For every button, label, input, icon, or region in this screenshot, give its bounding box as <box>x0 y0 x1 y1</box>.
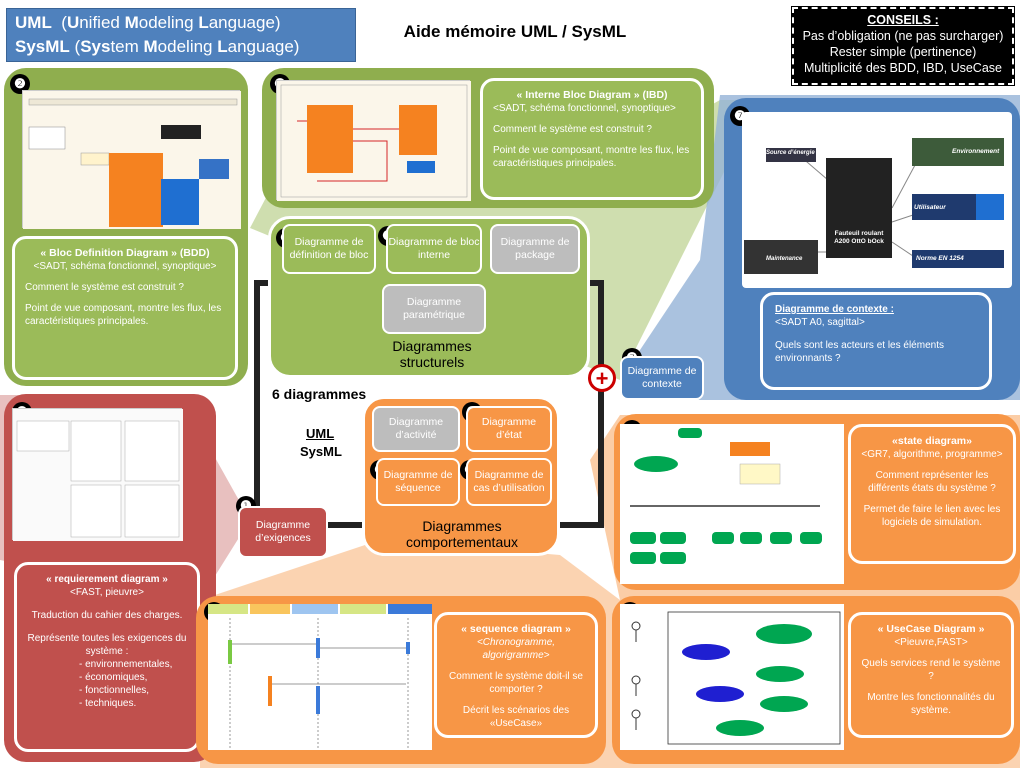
state-card-sub: <GR7, algorithme, programme> <box>861 449 1003 460</box>
ibd-card-p2: Point de vue composant, montre les flux,… <box>493 145 690 169</box>
requirements-diagram-button[interactable]: Diagramme d’exigences <box>238 506 328 558</box>
plus-icon: + <box>588 364 616 392</box>
requirements-card: « requierement diagram » <FAST, pieuvre>… <box>14 562 200 752</box>
state-card-p2: Permet de faire le lien avec les logicie… <box>863 504 1001 528</box>
ibd-card-title: « Interne Bloc Diagram » (IBD) <box>516 89 668 101</box>
state-screenshot <box>620 424 844 584</box>
structural-title: Diagrammes structurels <box>392 338 472 370</box>
state-card-p1: Comment représenter les différents états… <box>868 470 996 494</box>
requirements-card-sub: <FAST, pieuvre> <box>70 587 144 598</box>
sysml-title: SysML (System Modeling Language) <box>15 37 300 56</box>
ctx-env: Environnement <box>952 148 1000 155</box>
context-diagram: Source d’énergie Fauteuil roulant A200 O… <box>742 112 1012 288</box>
ibd-card-sub: <SADT, schéma fonctionnel, synoptique> <box>493 103 676 114</box>
package-diagram-button[interactable]: Diagramme de package <box>490 224 580 274</box>
usecase-card-p1: Quels services rend le système ? <box>861 658 1001 682</box>
sequence-card: « sequence diagram » <Chronogramme, algo… <box>434 612 598 738</box>
conseils-title: CONSEILS : <box>867 13 939 27</box>
usecase-diagram-button[interactable]: Diagramme de cas d’utilisation <box>466 458 552 506</box>
parametric-diagram-button[interactable]: Diagramme paramétrique <box>382 284 486 334</box>
conseils-line-3: Multiplicité des BDD, IBD, UseCase <box>804 61 1002 75</box>
requirements-item: - techniques. <box>79 698 137 709</box>
sequence-card-p2: Décrit les scénarios des «UseCase» <box>462 705 570 729</box>
conseils-box: CONSEILS : Pas d’obligation (ne pas surc… <box>791 6 1015 86</box>
behavioral-title: Diagrammes comportementaux <box>405 518 519 550</box>
bdd-diagram-button[interactable]: Diagramme de définition de bloc <box>282 224 376 274</box>
bdd-screenshot <box>22 90 241 229</box>
bdd-card-sub: <SADT, schéma fonctionnel, synoptique> <box>33 261 217 272</box>
badge-2: ❷ <box>10 74 30 94</box>
context-card-title: Diagramme de contexte : <box>775 304 894 315</box>
context-diagram-svg <box>744 138 1004 274</box>
ctx-source: Source d’énergie <box>766 150 815 156</box>
sequence-card-title: « sequence diagram » <box>461 623 571 635</box>
requirements-thumbnail <box>13 409 183 541</box>
requirements-item: - fonctionnelles, <box>79 685 150 696</box>
context-diagram-button[interactable]: Diagramme de contexte <box>620 356 704 400</box>
usecase-card-title: « UseCase Diagram » <box>877 623 985 635</box>
usecase-card-sub: <Pieuvre,FAST> <box>894 637 968 648</box>
ibd-diagram-button[interactable]: Diagramme de bloc interne <box>386 224 482 274</box>
sequence-diagram-button[interactable]: Diagramme de séquence <box>376 458 460 506</box>
context-card-sub: <SADT A0, sagittal> <box>775 317 865 328</box>
ibd-card: « Interne Bloc Diagram » (IBD) <SADT, sc… <box>480 78 704 200</box>
requirements-card-p2: Représente toutes les exigences du systè… <box>27 633 187 657</box>
conseils-line-1: Pas d’obligation (ne pas surcharger) <box>802 29 1004 43</box>
state-diagram-button[interactable]: Diagramme d’état <box>466 406 552 452</box>
sequence-card-p1: Comment le système doit-il se comporter … <box>449 671 583 695</box>
context-card: Diagramme de contexte : <SADT A0, sagitt… <box>760 292 992 390</box>
count-label: 6 diagrammes <box>272 386 367 402</box>
bdd-thumbnail <box>23 91 241 229</box>
requirements-card-title: « requierement diagram » <box>46 574 168 585</box>
requirements-list: - environnementales, - économiques, - fo… <box>27 658 187 710</box>
requirements-card-p1: Traduction du cahier des charges. <box>31 610 183 621</box>
state-card-title: «state diagram» <box>892 435 972 447</box>
ctx-center: Fauteuil roulant A200 OttO bOck <box>834 230 884 245</box>
usecase-screenshot <box>620 604 844 750</box>
sysml-label: SysML <box>300 444 342 459</box>
requirements-item: - environnementales, <box>79 659 173 670</box>
ibd-card-p1: Comment le système est construit ? <box>493 124 652 135</box>
usecase-card-p2: Montre les fonctionnalités du système. <box>867 692 995 716</box>
bdd-card-p1: Comment le système est construit ? <box>25 282 184 293</box>
sequence-screenshot <box>208 604 432 750</box>
usecase-thumbnail <box>631 611 841 745</box>
bdd-card-title: « Bloc Definition Diagram » (BDD) <box>40 247 210 259</box>
conseils-line-2: Rester simple (pertinence) <box>829 45 977 59</box>
activity-diagram-button[interactable]: Diagramme d’activité <box>372 406 460 452</box>
ctx-user: Utilisateur <box>914 204 946 211</box>
state-thumbnail <box>630 428 822 564</box>
uml-label: UML <box>306 426 335 441</box>
ctx-maint: Maintenance <box>766 256 803 262</box>
ibd-thumbnail <box>277 81 471 201</box>
sequence-thumbnail <box>208 604 432 750</box>
requirements-item: - économiques, <box>79 672 148 683</box>
state-card: «state diagram» <GR7, algorithme, progra… <box>848 424 1016 564</box>
title-box: UML (Unified Modeling Language) SysML (S… <box>6 8 356 62</box>
requirements-screenshot <box>12 408 183 541</box>
bdd-card-p2: Point de vue composant, montre les flux,… <box>25 303 222 327</box>
context-card-p1: Quels sont les acteurs et les éléments e… <box>775 340 944 364</box>
sequence-card-sub: <Chronogramme, algorigramme> <box>476 637 556 661</box>
bdd-card: « Bloc Definition Diagram » (BDD) <SADT,… <box>12 236 238 380</box>
usecase-card: « UseCase Diagram » <Pieuvre,FAST> Quels… <box>848 612 1014 738</box>
ctx-norm: Norme EN 1254 <box>916 255 964 262</box>
uml-title: UML (Unified Modeling Language) <box>15 13 281 32</box>
ibd-screenshot <box>276 80 471 201</box>
page-title: Aide mémoire UML / SysML <box>403 22 627 41</box>
